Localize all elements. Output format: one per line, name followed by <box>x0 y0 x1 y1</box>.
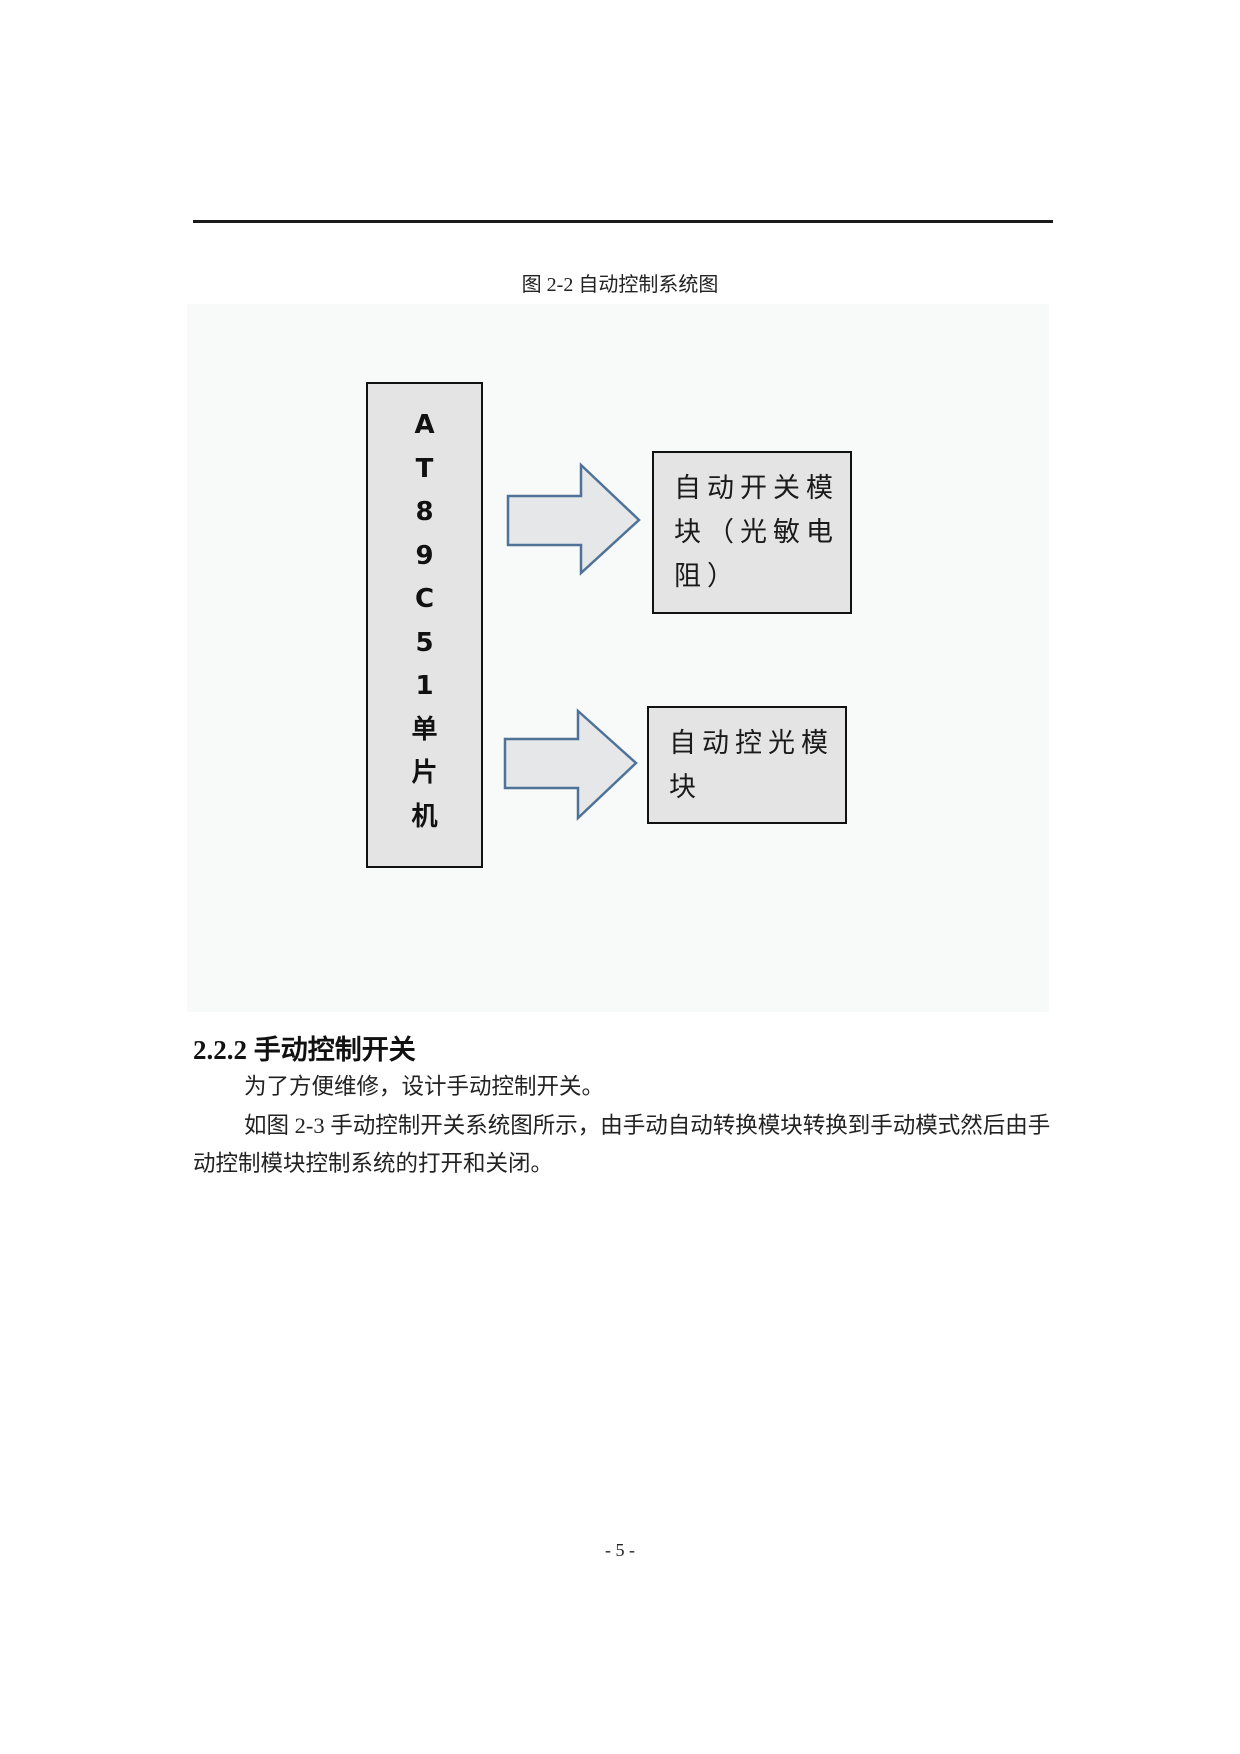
arrow-right-icon <box>503 708 638 821</box>
mcu-label-char: 5 <box>415 627 434 658</box>
mcu-label-char: A <box>414 410 435 440</box>
mcu-label-char: 1 <box>415 671 434 701</box>
mcu-label-char: 8 <box>415 497 434 527</box>
mcu-label-char: T <box>415 453 434 484</box>
mcu-label-char: 机 <box>411 801 438 832</box>
mcu-label-char: 9 <box>415 540 434 571</box>
mcu-label-char: 单 <box>411 714 438 745</box>
body-paragraph: 为了方便维修，设计手动控制开关。 <box>244 1074 605 1099</box>
auto-light-module-box: 自动控光模块 <box>647 706 847 824</box>
figure-background <box>187 304 1049 1012</box>
mcu-label-char: 片 <box>411 758 438 788</box>
figure-caption: 图 2-2 自动控制系统图 <box>521 274 719 296</box>
auto-switch-module-box: 自动开关模块（光敏电阻） <box>652 451 852 614</box>
mcu-box: A T 8 9 C 5 1 单 片 机 <box>366 382 483 868</box>
body-paragraph: 如图 2-3 手动控制开关系统图所示，由手动自动转换模块转换到手动模式然后由手动… <box>193 1113 1051 1176</box>
arrow-right-icon <box>506 462 641 576</box>
mcu-label-char: C <box>414 584 435 614</box>
section-heading: 2.2.2 手动控制开关 <box>193 1035 416 1065</box>
page-number: - 5 - <box>605 1540 635 1560</box>
header-rule <box>193 220 1053 223</box>
